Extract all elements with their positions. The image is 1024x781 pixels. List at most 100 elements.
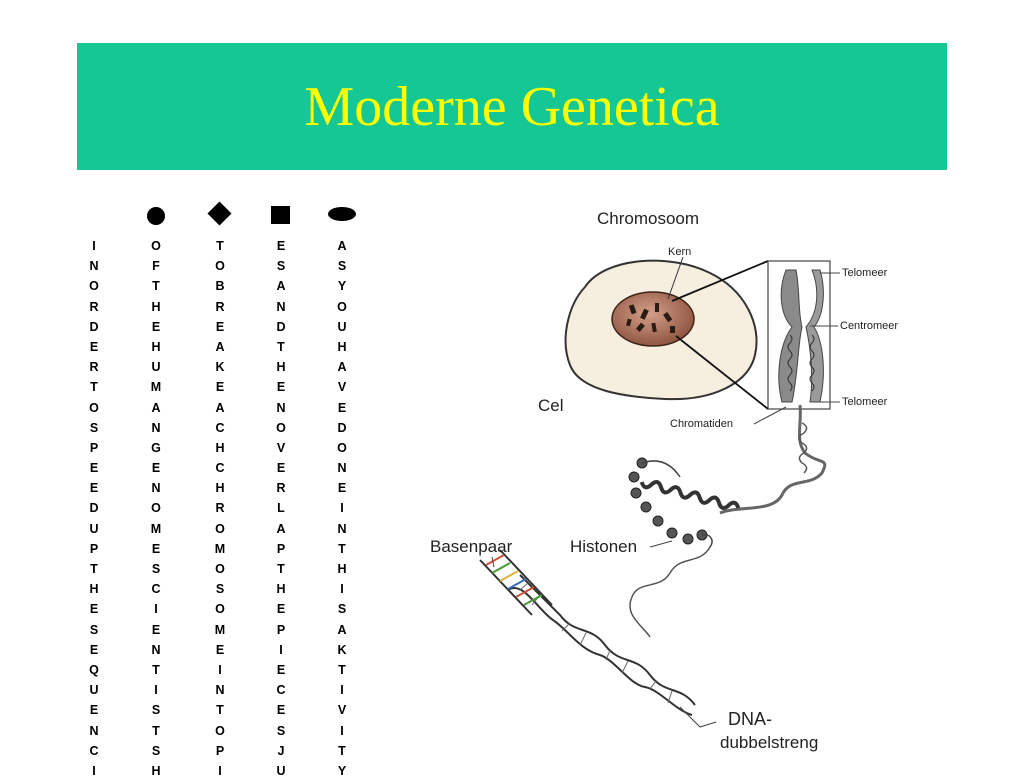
sequence-letter: O [215,562,225,576]
sequence-letter: V [337,703,347,718]
sequence-letter: N [337,461,347,476]
sequence-letter: S [89,420,99,435]
sequence-letter: P [89,440,99,455]
sequence-letter: Q [89,662,99,677]
sequence-letter: E [151,622,161,637]
sequence-letter: T [338,743,346,758]
sequence-letter: T [216,239,224,253]
sequence-letter: A [276,521,286,536]
chromosome-dna-diagram: Chromosoom Kern Cel Telomeer Centromeer … [430,209,898,752]
sequence-letter: M [214,622,226,637]
sequence-letter: E [276,461,286,476]
circle-marker-icon [147,207,165,225]
slide-title: Moderne Genetica [304,75,720,138]
sequence-letter: A [337,360,347,375]
sequence-letter: N [151,420,161,435]
sequence-letter: O [151,501,161,516]
nucleus-chromosomes [626,303,675,333]
sequence-letter: T [338,541,346,556]
sequence-letter: E [276,703,286,718]
sequence-letter: E [337,400,347,415]
sequence-letter: O [276,420,286,435]
sequence-letter: R [276,481,286,496]
sequence-letter: P [215,743,225,758]
sequence-letter: H [215,481,225,496]
sequence-letter: D [89,501,99,516]
sequence-letter: I [218,662,222,677]
sequence-letter: E [151,319,161,334]
sequence-letter: O [215,723,225,738]
sequence-letter: T [152,723,160,738]
sequence-letter: P [276,622,286,637]
sequence-letter: R [89,360,99,375]
base-pair-ladder [479,549,553,616]
sequence-letter: R [215,299,225,314]
sequence-letter: R [215,501,225,516]
sequence-letter: N [215,683,225,698]
sequence-letter: T [90,380,98,395]
dna-rungs [519,582,673,704]
label-telomere-top: Telomeer [842,267,888,279]
sequence-letter: E [337,481,347,496]
label-nucleus: Kern [668,246,691,258]
nucleus-shape [611,291,695,347]
ellipse-marker-icon [328,207,356,221]
sequence-letter: Y [337,763,347,778]
sequence-letter: N [276,400,286,415]
sequence-letter: M [150,521,162,536]
sequence-letter: D [89,319,99,334]
sequence-letter: A [215,400,225,415]
label-histones: Histonen [570,537,637,556]
sequence-letter: C [276,683,286,698]
chromosome-shape [778,269,824,403]
sequence-letter: E [276,602,286,617]
sequence-letter: O [215,259,225,274]
sequence-letter: I [154,683,158,698]
sequence-letter: U [151,360,161,375]
sequence-letter: U [89,683,99,698]
sequence-letter: R [89,299,99,314]
dna-helix-strand-2 [507,587,693,716]
sequence-letter: G [151,440,161,455]
sequence-letter: S [89,622,99,637]
sequence-letter: S [151,703,161,718]
sequence-letter: O [89,400,99,415]
chromatin-strand [719,404,827,515]
sequence-letter: E [215,642,225,657]
sequence-letter: N [151,642,161,657]
sequence-letter: V [337,380,347,395]
title-bar: Moderne Genetica [77,43,947,170]
sequence-letter: H [276,360,286,375]
square-marker-icon [271,206,290,224]
sequence-letter: E [276,662,286,677]
sequence-letter: O [337,440,347,455]
sequence-letter: A [337,622,347,637]
label-centromere: Centromeer [840,320,898,332]
label-telomere-bottom: Telomeer [842,396,888,408]
sequence-letter: I [92,239,96,253]
sequence-letter: T [152,662,160,677]
sequence-letter: S [337,602,347,617]
sequence-letter: L [277,501,285,516]
sequence-letter: H [276,582,286,597]
sequence-letter: K [337,642,347,657]
sequence-letter: E [89,642,99,657]
sequence-letter: N [337,521,347,536]
sequence-letter: I [340,723,344,738]
sequence-letter: E [89,703,99,718]
sequence-letter: T [338,662,346,677]
sequence-letter: N [89,259,99,274]
sequence-letter: E [151,541,161,556]
sequence-letter: P [89,541,99,556]
sequence-letter: E [215,380,225,395]
sequence-letter: S [276,259,286,274]
solenoid-coil [639,479,741,511]
label-cell: Cel [538,396,564,415]
sequence-letter: S [151,743,161,758]
sequence-letter: I [340,683,344,698]
sequence-letter: C [89,743,99,758]
sequence-letter: I [218,763,222,778]
